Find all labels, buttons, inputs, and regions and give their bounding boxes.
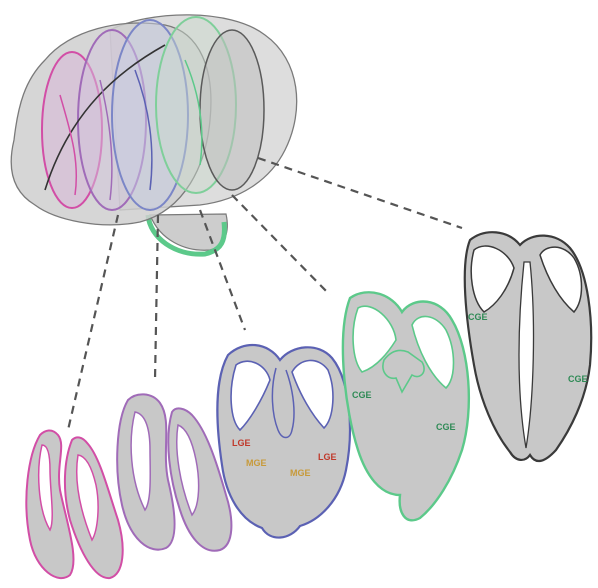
section-1: [26, 430, 122, 578]
section-5-label-1: CGE: [468, 312, 488, 322]
section-3-label-2: MGE: [246, 458, 267, 468]
connector-4: [232, 195, 330, 295]
section-3-label-3: MGE: [290, 468, 311, 478]
brainstem: [150, 214, 227, 250]
section-4-label-2: CGE: [436, 422, 456, 432]
section-2: [117, 394, 231, 550]
section-4-label-1: CGE: [352, 390, 372, 400]
section-3-label-1: LGE: [232, 438, 251, 448]
section-3: LGE MGE MGE LGE: [217, 345, 350, 538]
connector-5: [258, 158, 462, 228]
section-5: CGE CGE: [465, 232, 591, 461]
section-5-label-2: CGE: [568, 374, 588, 384]
connector-1: [68, 215, 118, 430]
section-4: CGE CGE: [343, 292, 469, 520]
section-3-label-4: LGE: [318, 452, 337, 462]
brain-slice-dark: [200, 30, 264, 190]
